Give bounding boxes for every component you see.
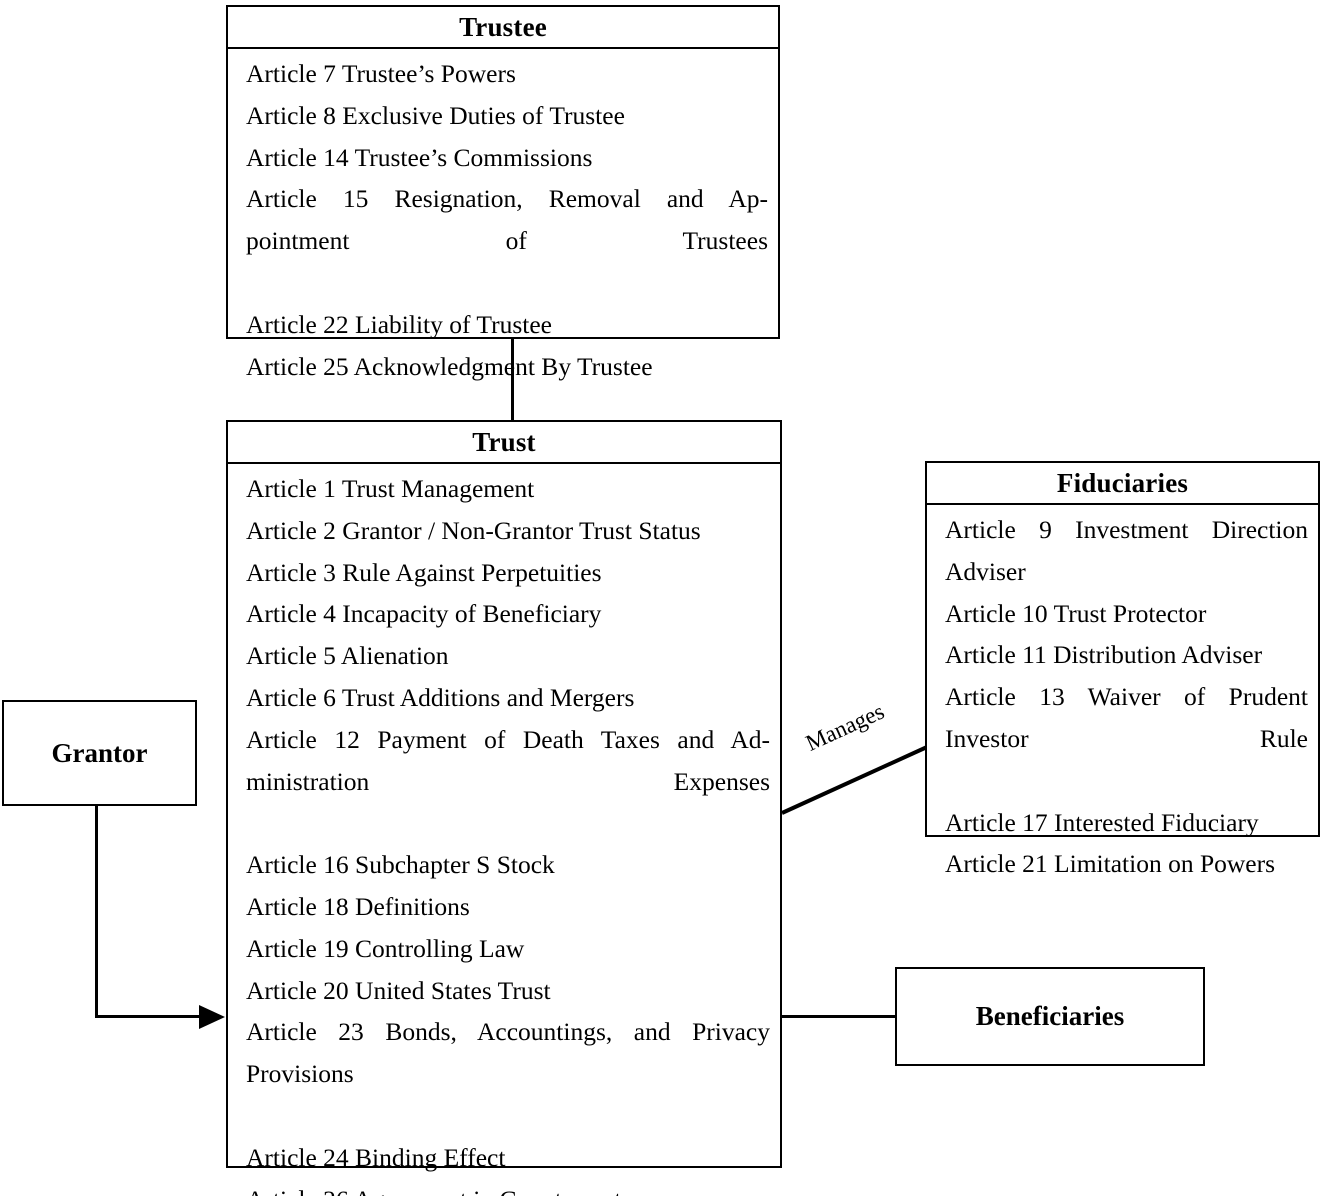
arrowhead-grantor-to-trust [199,1005,225,1029]
edge-label-manages: Manages [802,698,888,756]
article-item: Article 2 Grantor / Non-Grantor Trust St… [246,515,701,545]
node-trustee[interactable]: Trustee Article 7 Trustee’s Powers Artic… [226,5,780,381]
article-item: Article 6 Trust Additions and Mergers [246,682,635,712]
node-trust-body: Article 1 Trust Management Article 2 Gra… [228,464,780,1196]
node-fiduciaries-header: Fiduciaries [927,463,1318,505]
article-item: Article 15 Resignation, Removal and Ap-p… [246,184,768,256]
node-beneficiaries-label: Beneficiaries [975,1001,1125,1031]
article-item: Article 5 Alienation [246,641,449,671]
article-item: Article 25 Acknowledgment By Trustee [246,351,653,381]
node-beneficiaries[interactable]: Beneficiaries [895,967,1205,1066]
node-trustee-body: Article 7 Trustee’s Powers Article 8 Exc… [228,49,778,393]
connector-trust-to-beneficiaries [782,1015,897,1018]
node-trust-header: Trust [228,422,780,464]
node-trust[interactable]: Trust Article 1 Trust Management Article… [226,420,782,1196]
article-item: Article 9 Investment Direction Adviser [945,515,1308,586]
article-item: Article 24 Binding Effect [246,1142,506,1172]
node-grantor[interactable]: Grantor [2,700,197,806]
article-item: Article 12 Payment of Death Taxes and Ad… [246,724,770,796]
article-item: Article 11 Distribution Adviser [945,640,1263,670]
node-trustee-header: Trustee [228,7,778,49]
article-item: Article 20 United States Trust [246,975,551,1005]
connector-trustee-to-trust [511,339,514,422]
connector-trust-to-fiduciaries [781,745,928,815]
article-item: Article 10 Trust Protector [945,598,1207,628]
article-item: Article 21 Limitation on Powers [945,849,1276,879]
article-item: Article 7 Trustee’s Powers [246,59,516,88]
connector-grantor-vertical [95,806,98,1018]
article-item: Article 17 Interested Fiduciary [945,807,1259,837]
node-fiduciaries-body: Article 9 Investment Direction Adviser A… [927,505,1318,891]
article-item: Article 22 Liability of Trustee [246,309,552,339]
article-item: Article 18 Definitions [246,891,470,921]
node-fiduciaries[interactable]: Fiduciaries Article 9 Investment Directi… [925,461,1320,878]
node-grantor-label: Grantor [51,737,148,768]
article-item: Article 8 Exclusive Duties of Trustee [246,100,625,130]
article-item: Article 23 Bonds, Accountings, and Priva… [246,1017,770,1089]
article-item: Article 19 Controlling Law [246,933,525,963]
article-item: Article 16 Subchapter S Stock [246,850,555,880]
connector-grantor-horizontal [95,1015,205,1018]
article-item: Article 4 Incapacity of Beneficiary [246,599,602,629]
article-item: Article 26 Agreement in Counterparts [246,1179,770,1196]
article-item: Article 3 Rule Against Perpetuities [246,557,602,587]
article-item: Article 1 Trust Management [246,474,535,503]
article-item: Article 14 Trustee’s Commissions [246,142,593,172]
article-item: Article 13 Waiver of Prudent Investor Ru… [945,682,1308,753]
